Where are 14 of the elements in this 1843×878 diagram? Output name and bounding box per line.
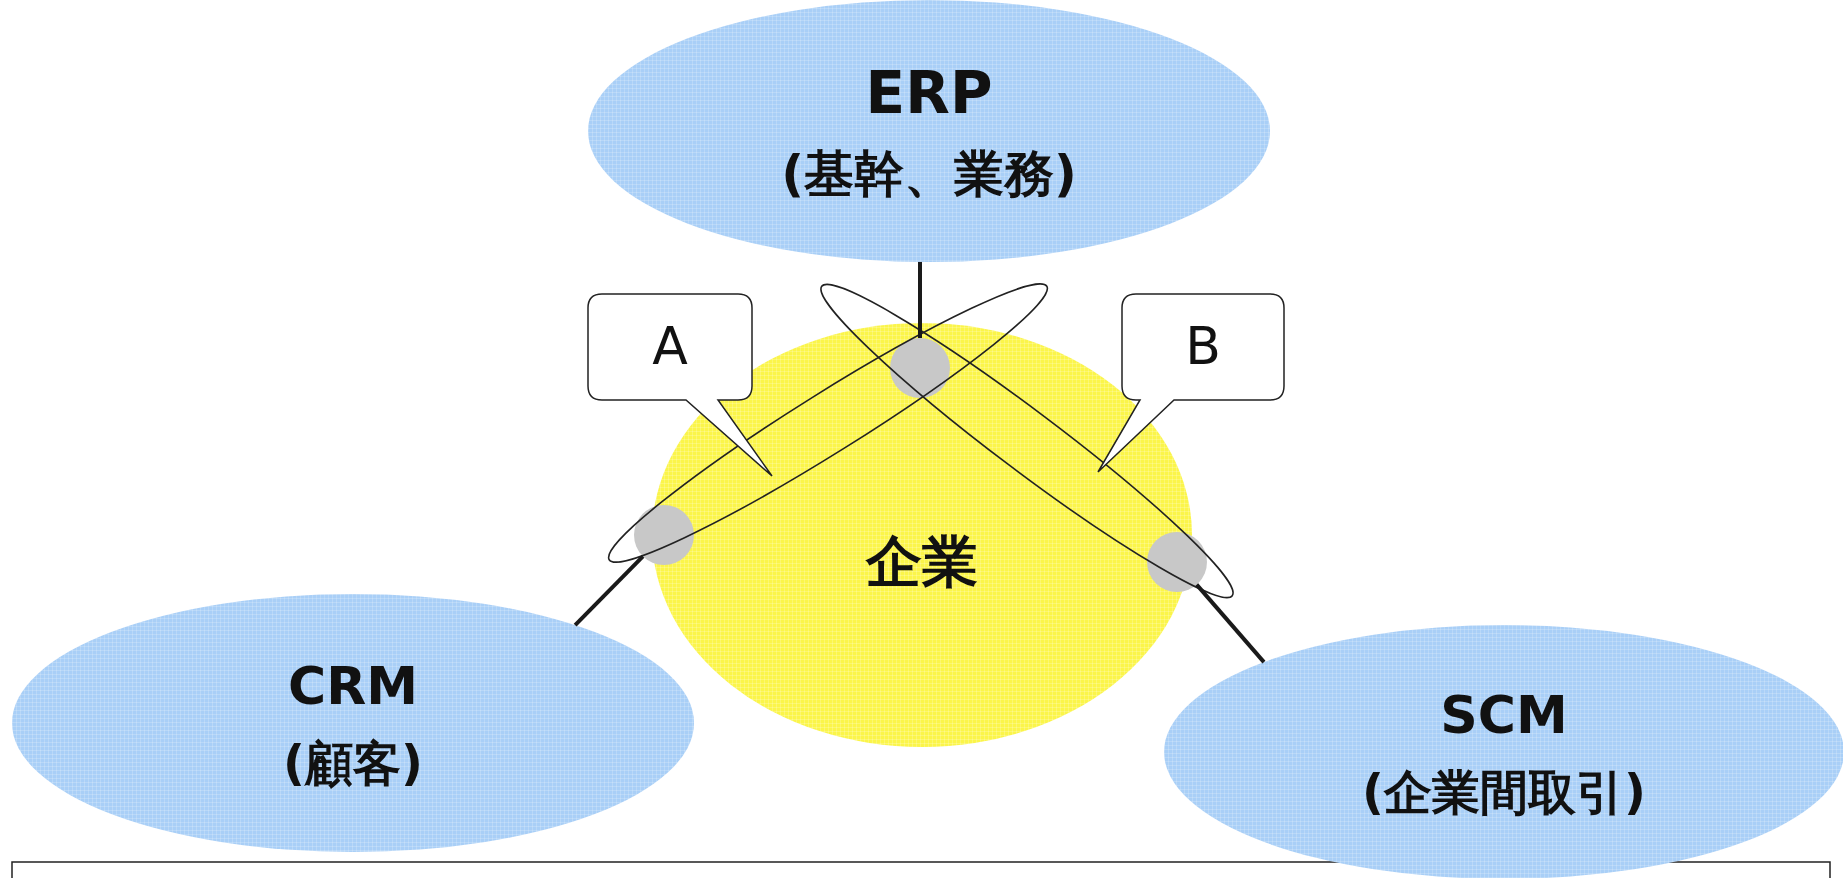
ellipse-title: 企業: [866, 528, 978, 596]
ellipse-title: ERP: [865, 57, 993, 129]
connector-dot: [890, 338, 950, 398]
callout-letter: B: [1184, 315, 1222, 378]
ellipse-title: CRM: [288, 654, 418, 718]
ellipse-title: SCM: [1440, 683, 1568, 747]
ellipse-subtitle: (基幹、業務): [781, 144, 1077, 205]
connector-line: [573, 554, 645, 627]
connector-line: [1195, 583, 1266, 664]
connector-dot: [1147, 532, 1207, 592]
connector-dot: [634, 505, 694, 565]
callout-letter: A: [651, 315, 689, 378]
ellipse-subtitle: (顧客): [283, 733, 423, 793]
ellipse-subtitle: (企業間取引): [1362, 762, 1646, 822]
